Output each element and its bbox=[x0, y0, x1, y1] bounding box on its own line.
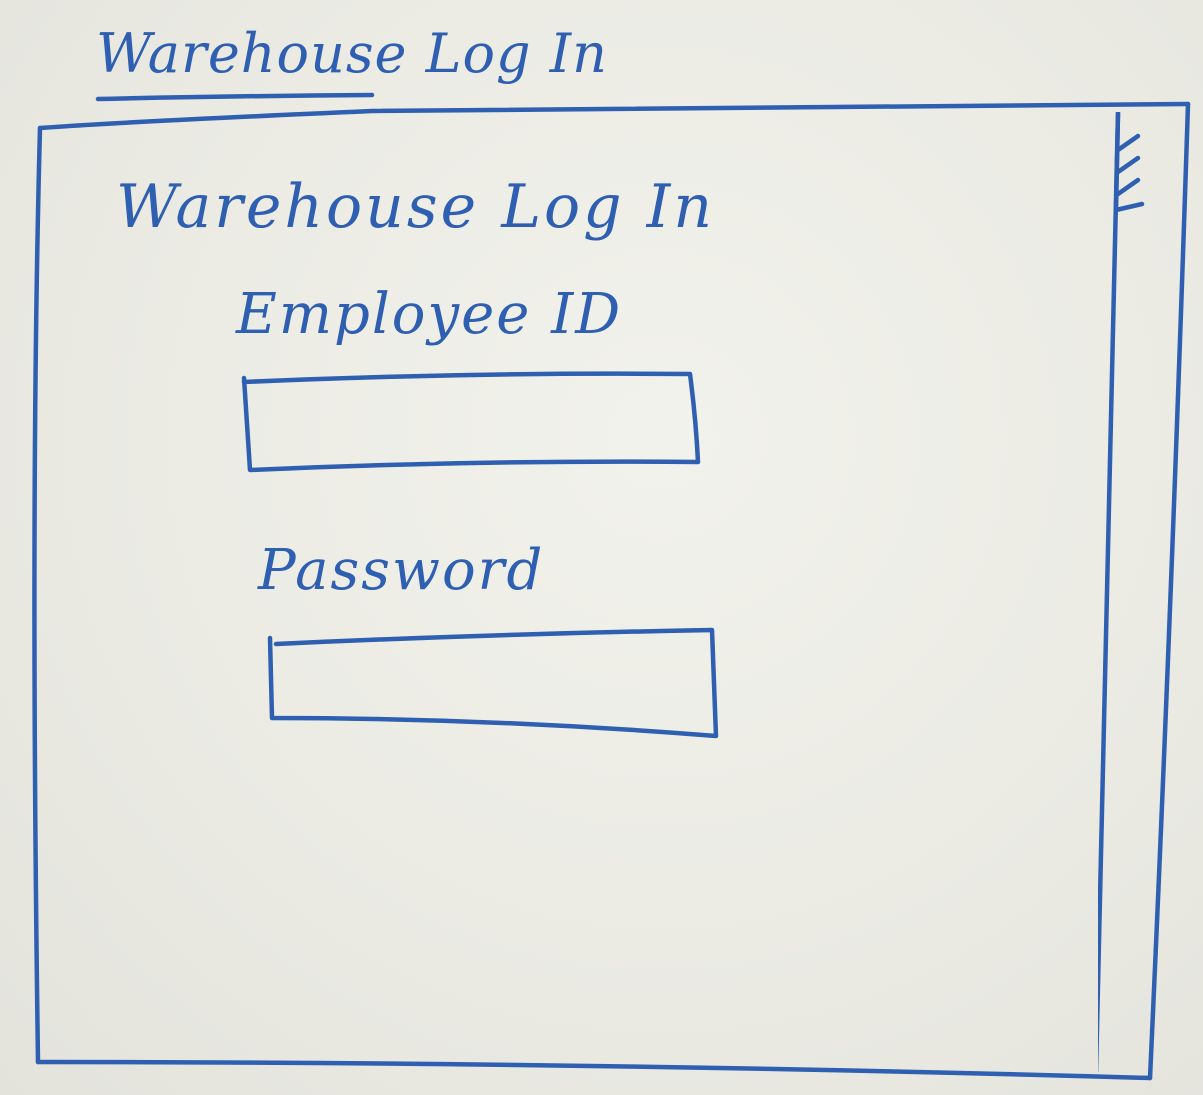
window-bottom-edge bbox=[35, 1059, 1153, 1081]
page-title: Warehouse Log In bbox=[116, 172, 715, 242]
tab-underline bbox=[95, 92, 375, 102]
browser-tab-title[interactable]: Warehouse Log In bbox=[96, 22, 608, 85]
employee-id-input[interactable] bbox=[252, 380, 692, 464]
window-left-edge bbox=[32, 125, 43, 1065]
scrollbar-track bbox=[1093, 109, 1121, 1075]
vertical-scrollbar[interactable] bbox=[1091, 109, 1148, 1075]
employee-id-outline bbox=[241, 371, 701, 473]
window-right-edge bbox=[1147, 101, 1191, 1081]
password-input[interactable] bbox=[274, 640, 710, 726]
employee-id-label: Employee ID bbox=[236, 282, 623, 347]
window-top-edge bbox=[37, 101, 1191, 131]
scrollbar-thumb[interactable] bbox=[1113, 111, 1145, 213]
password-label: Password bbox=[258, 538, 545, 603]
